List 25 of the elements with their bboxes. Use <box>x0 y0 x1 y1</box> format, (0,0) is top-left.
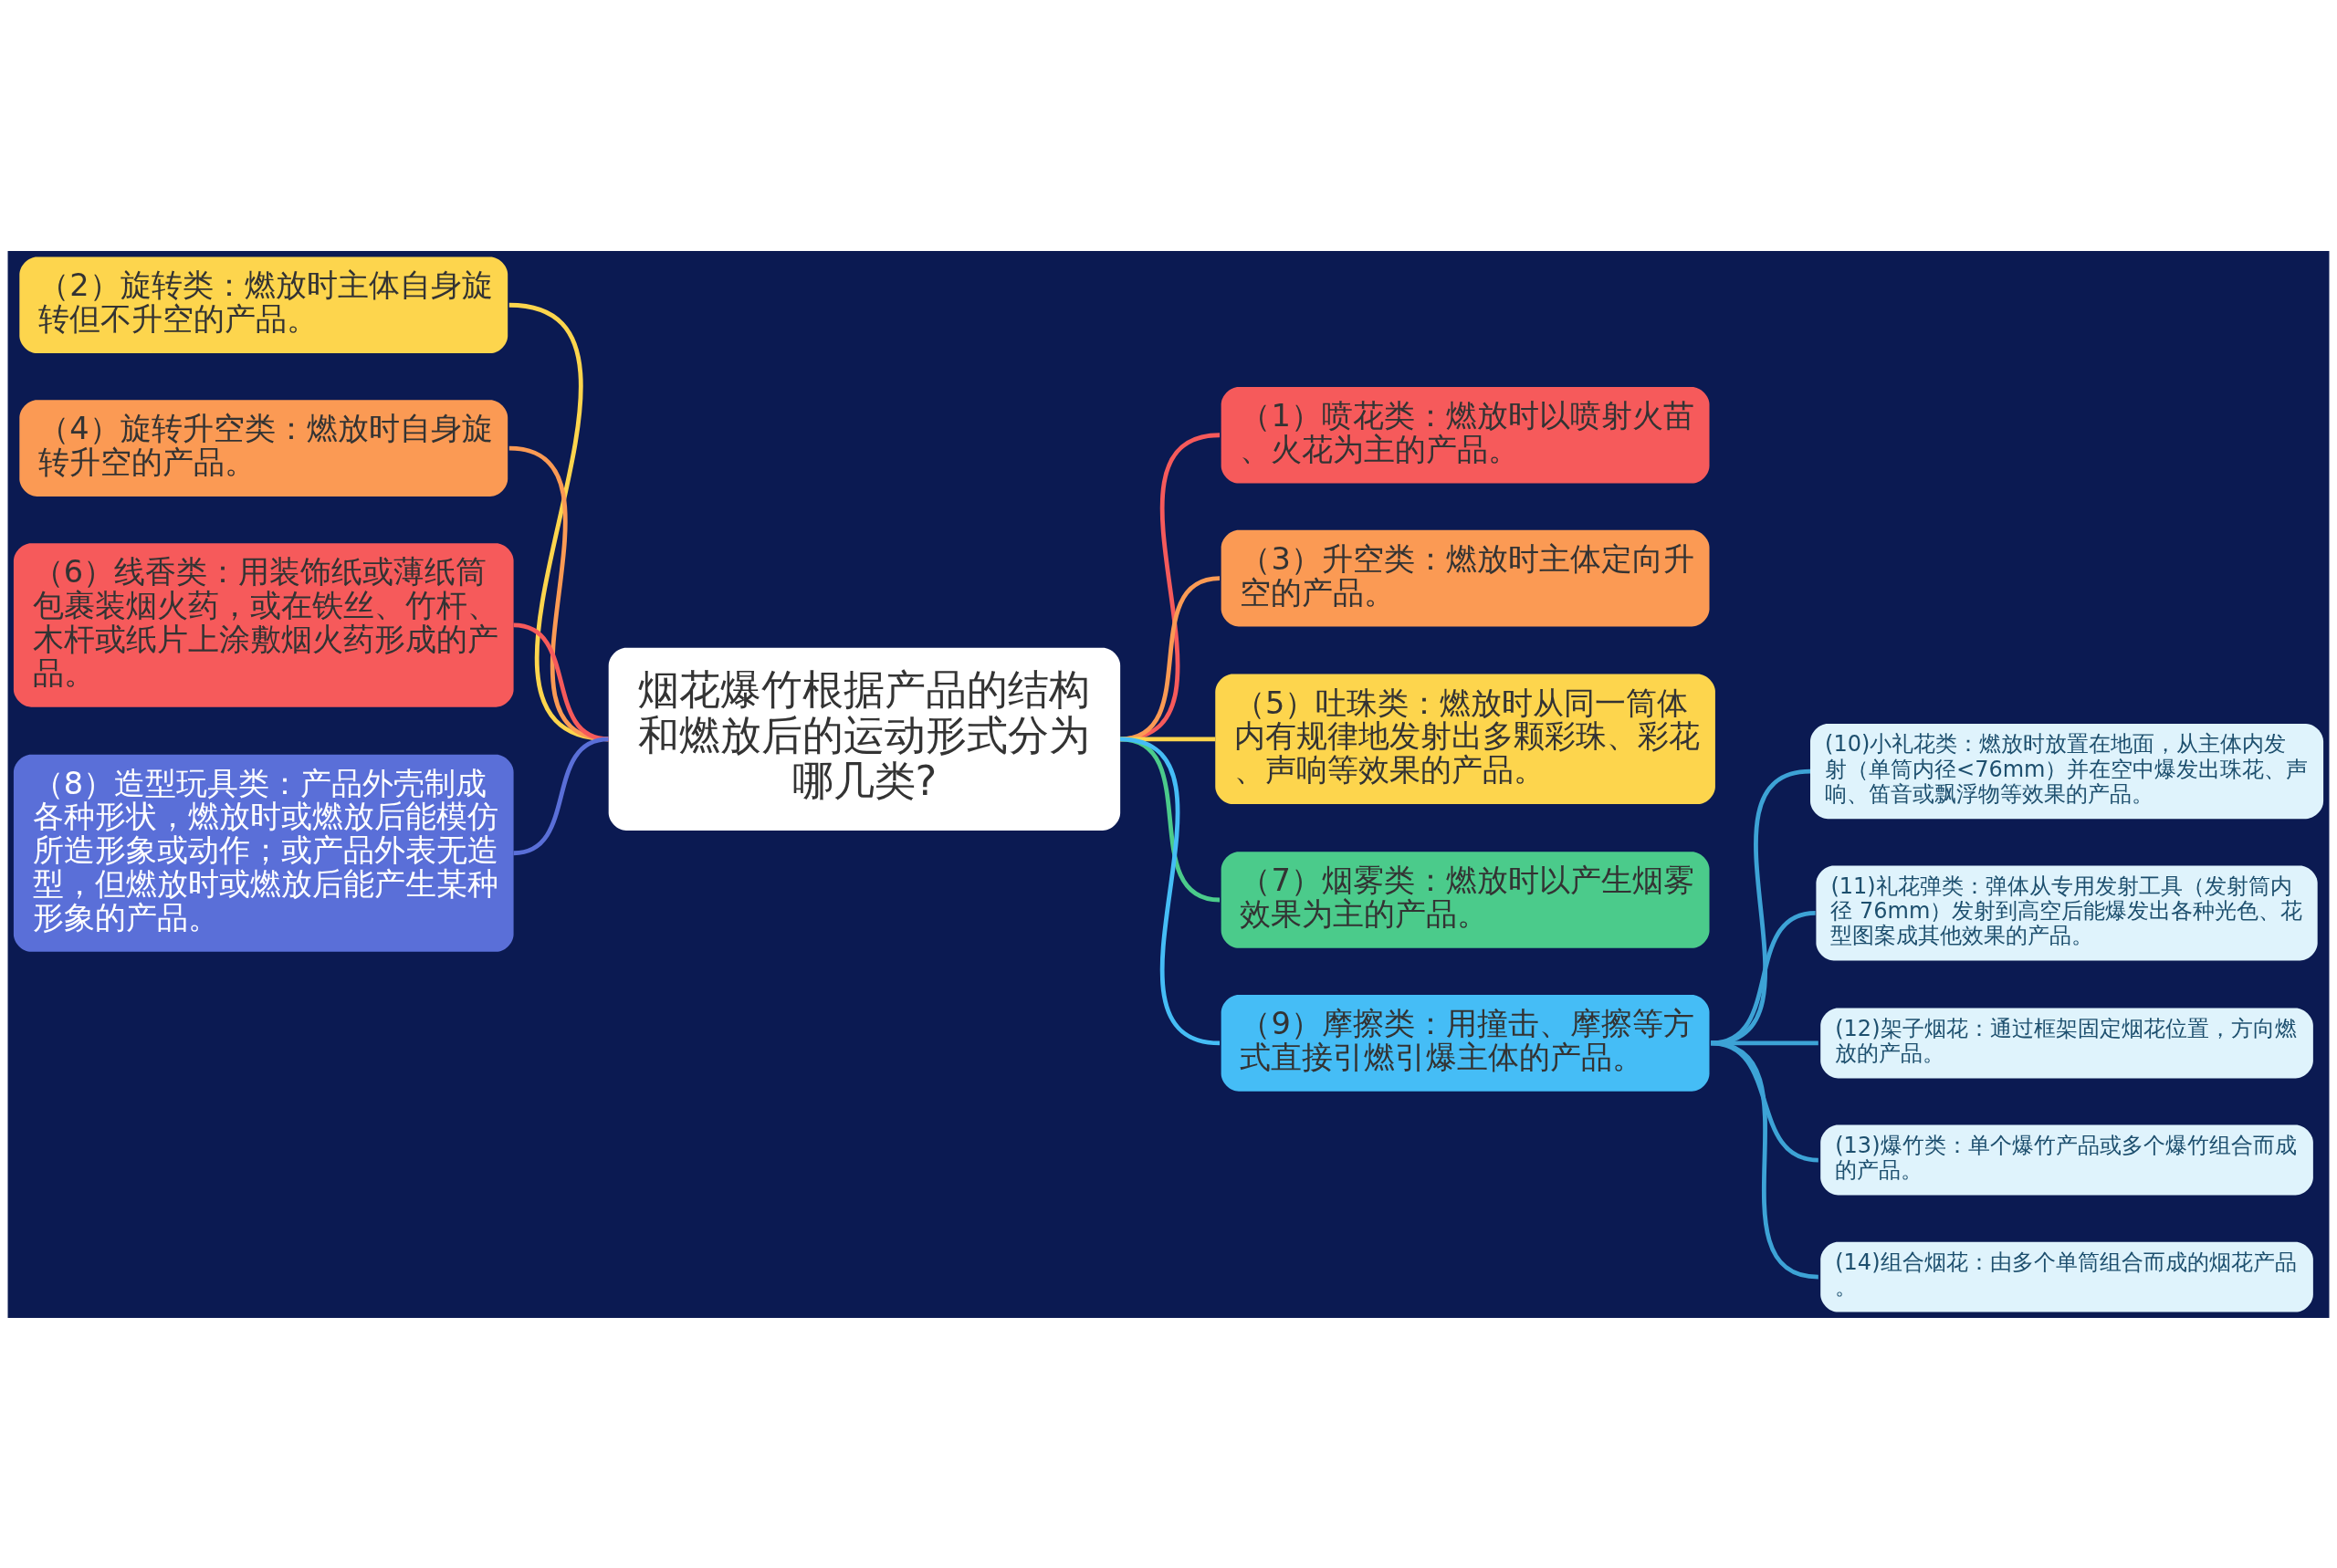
node-box: （7）烟雾类：燃放时以产生烟雾效果为主的产品。 <box>1221 851 1710 948</box>
connector <box>1120 736 1216 741</box>
node-box: (10)小礼花类：燃放时放置在地面，从主体内发射（单筒内径<76mm）并在空中爆发出珠花、声响、笛音或飘浮物等效果的产品。 <box>1810 723 2324 819</box>
connector <box>513 737 610 855</box>
node-box: (12)架子烟花：通过框架固定烟花位置，方向燃放的产品。 <box>1820 1008 2313 1078</box>
connector <box>513 622 610 741</box>
connector <box>508 302 610 741</box>
node-box: （5）吐珠类：燃放时从同一筒体内有规律地发射出多颗彩珠、彩花、声响等效果的产品。 <box>1215 674 1715 804</box>
node-box: 烟花爆竹根据产品的结构和燃放后的运动形式分为哪几类? <box>608 647 1121 831</box>
connector <box>1710 1040 1819 1279</box>
connector <box>1119 432 1221 741</box>
node-box: (13)爆竹类：单个爆竹产品或多个爆竹组合而成的产品。 <box>1820 1124 2313 1195</box>
node-box: (11)礼花弹类：弹体从专用发射工具（发射筒内径 76mm）发射到高空后能爆发出各种光色、花型图案成其他效果的产品。 <box>1816 864 2318 960</box>
node-box: （6）线香类：用装饰纸或薄纸筒包裹装烟火药，或在铁丝、竹杆、木杆或纸片上涂敷烟火药形成的产品。 <box>13 542 514 707</box>
node-box: (14)组合烟花：由多个单筒组合而成的烟花产品。 <box>1820 1241 2313 1312</box>
connector <box>508 445 610 741</box>
node-box: （1）喷花类：燃放时以喷射火苗、火花为主的产品。 <box>1221 386 1710 484</box>
node-box: （9）摩擦类：用撞击、摩擦等方式直接引燃引爆主体的产品。 <box>1221 994 1710 1092</box>
connector <box>1119 575 1221 741</box>
connector <box>1119 737 1221 902</box>
node-box: （4）旋转升空类：燃放时自身旋转升空的产品。 <box>19 399 508 497</box>
connector <box>1119 737 1221 1045</box>
node-box: （3）升空类：燃放时主体定向升空的产品。 <box>1221 529 1710 627</box>
node-box: （2）旋转类：燃放时主体自身旋转但不升空的产品。 <box>19 256 508 353</box>
node-box: （8）造型玩具类：产品外壳制成各种形状，燃放时或燃放后能模仿所造形象或动作；或产品外表无造型，但燃放时或燃放后能产生某种形象的产品。 <box>13 754 514 952</box>
